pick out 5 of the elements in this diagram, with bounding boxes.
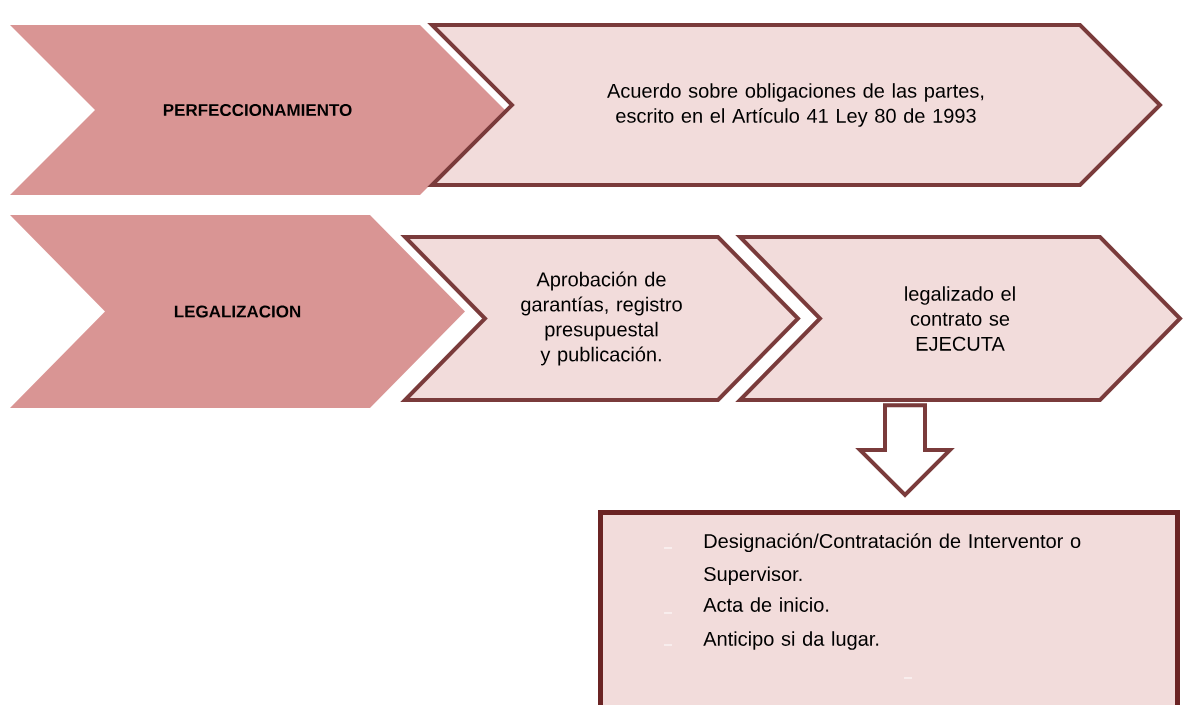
block-arrow [855,403,955,498]
list-item: Acta de inicio. [703,597,829,612]
node-label: legalizado el contrato se EJECUTA [905,286,1015,351]
list-item: Designación/Contratación de Interventor o Supervisor. [704,533,1081,586]
list-item: Anticipo si da lugar. [703,631,879,650]
